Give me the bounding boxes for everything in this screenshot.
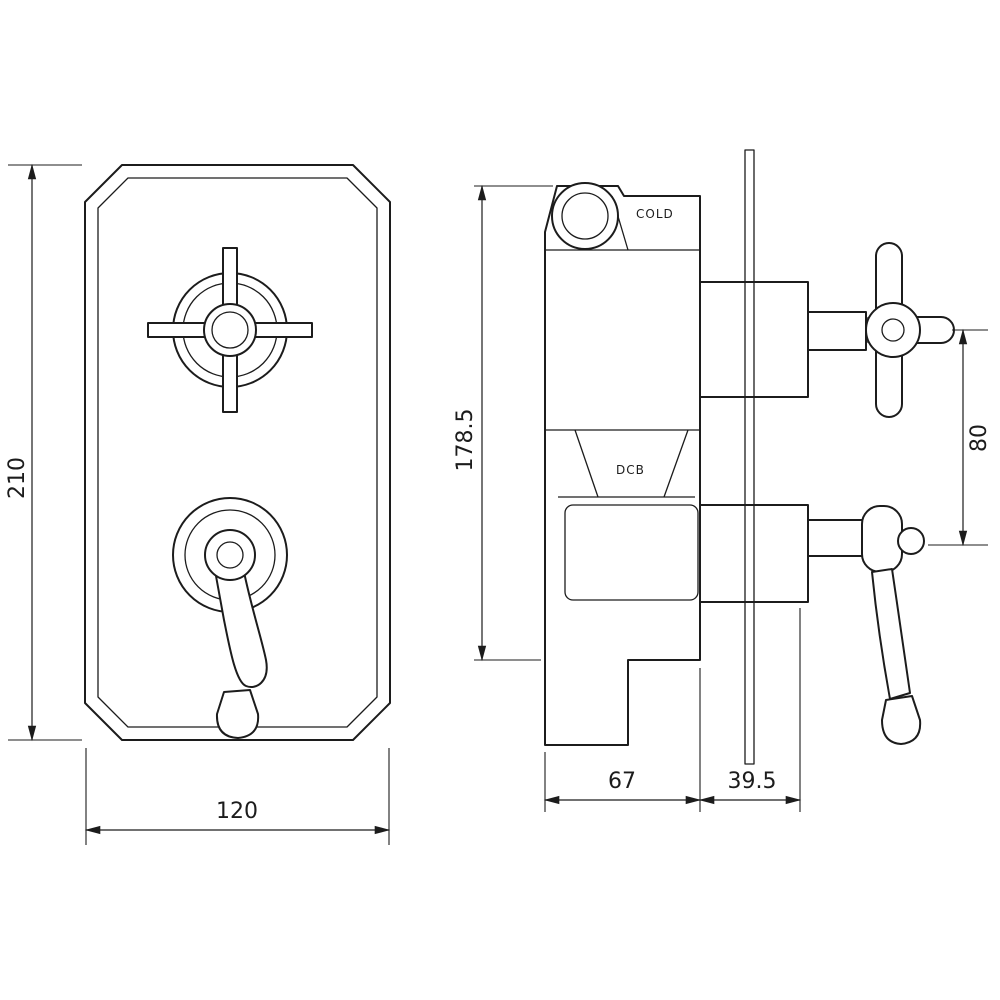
dim-front-plate-height: 210 [5,163,82,742]
lever-handle-front [215,571,268,688]
dim-label-178-5: 178.5 [453,409,478,472]
front-view [84,164,391,741]
dim-label-80: 80 [967,424,992,452]
faceplate-outer [84,164,391,741]
cold-inlet-port [551,182,619,250]
dim-label-67: 67 [608,769,636,794]
wall-plate-edge [744,149,755,765]
dim-label-120: 120 [216,799,258,824]
dim-side-body-height: 178.5 [453,184,553,662]
lever-control-front [172,497,288,739]
valve-body-side [544,185,701,746]
lever-finial-front [215,689,260,739]
dcb-label: DCB [616,463,645,477]
crosshead-control-front [147,247,313,413]
lever-finial-side [881,695,922,745]
dim-label-210: 210 [5,457,30,499]
dim-handle-spacing: 80 [928,328,992,547]
lever-control-side [699,504,925,745]
dim-label-39-5: 39.5 [728,769,777,794]
lower-cartridge-block [564,504,699,601]
dim-front-plate-width: 120 [84,748,391,845]
dim-side-body-depth: 67 [543,668,702,812]
lever-handle-side [871,568,911,700]
cold-label: COLD [636,207,674,221]
faceplate-inner [97,177,378,728]
crosshead-control-side [699,242,955,418]
dim-side-plate-offset: 39.5 [698,608,802,812]
side-view: COLD DCB [544,149,955,765]
